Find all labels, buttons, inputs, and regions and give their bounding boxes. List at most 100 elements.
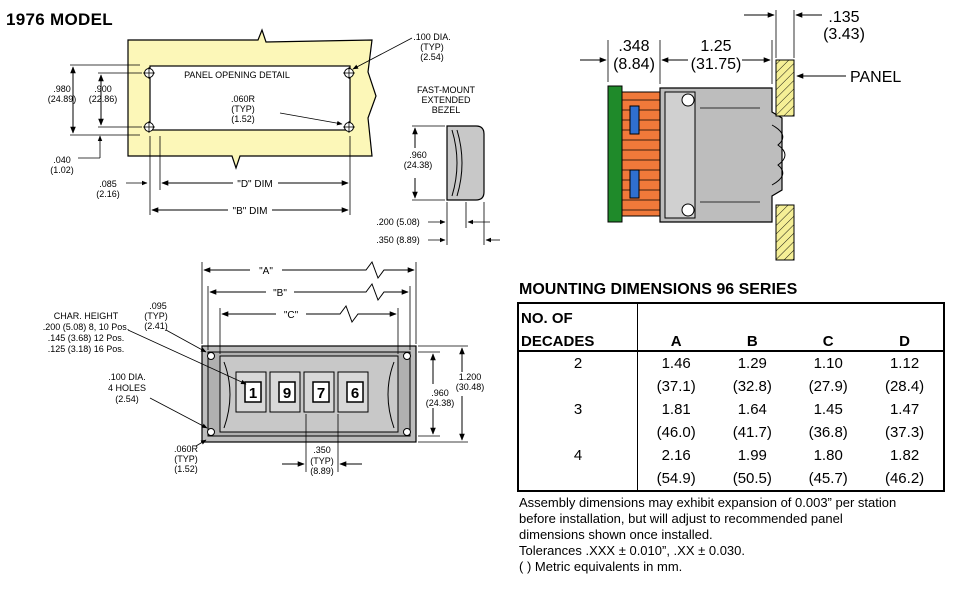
bezel-h960-mm-label: (24.38) [404, 160, 433, 170]
header-decades: DECADES [518, 327, 638, 351]
side-view-module: .348 (8.84) 1.25 (31.75) .135 (3.43) PAN… [580, 9, 901, 261]
decades-cell: 4 [518, 444, 638, 467]
digit-3: 7 [317, 385, 325, 402]
d040-mm-label: (1.02) [50, 165, 74, 175]
radius-mm-label: (1.52) [231, 114, 255, 124]
front-radius-label: .060R [174, 444, 199, 454]
d-dim-label: "D" DIM [237, 179, 272, 190]
char-height-8-10: .200 (5.08) 8, 10 Pos. [43, 322, 130, 332]
table-row: 2 1.46 1.29 1.10 1.12 [518, 351, 944, 375]
h980-label: .980 [53, 84, 71, 94]
b-cell: 1.64 [737, 401, 767, 418]
front-h960-mm: (24.38) [426, 398, 455, 408]
col-a-header: A [670, 333, 682, 350]
d-mm-cell: (46.2) [884, 470, 925, 487]
a-mm-cell: (54.9) [656, 470, 696, 487]
d125-mm-label: (31.75) [691, 56, 742, 73]
char-height-16: .125 (3.18) 16 Pos. [48, 344, 125, 354]
c-mm-cell: (36.8) [808, 424, 848, 441]
table-row: 4 2.16 1.99 1.80 1.82 [518, 444, 944, 467]
bezel-label-3: BEZEL [432, 105, 461, 115]
h1200-label: 1.200 [459, 372, 482, 382]
dims-table-title: MOUNTING DIMENSIONS 96 SERIES [519, 281, 798, 298]
front-radius-mm: (1.52) [174, 464, 198, 474]
panel-label: PANEL [850, 69, 901, 86]
d135-mm-label: (3.43) [823, 26, 865, 43]
h900-mm-label: (22.86) [89, 94, 118, 104]
d348-mm-label: (8.84) [613, 56, 655, 73]
a-dim-label: "A" [259, 266, 273, 277]
hole-mm-label: (2.54) [420, 52, 444, 62]
c-cell: 1.10 [813, 355, 843, 372]
d095-label: .095 [149, 301, 167, 311]
table-row-mm: (54.9) (50.5) (45.7) (46.2) [518, 467, 944, 491]
note-line: dimensions shown once installed. [519, 527, 713, 542]
digit-1: 1 [249, 385, 257, 402]
char-height-12: .145 (3.68) 12 Pos. [48, 333, 125, 343]
fast-mount-bezel: FAST-MOUNT EXTENDED BEZEL .960 (24.38) .… [376, 85, 500, 245]
col-c-header: C [822, 333, 834, 350]
b-mm-cell: (50.5) [732, 470, 772, 487]
h1200-mm-label: (30.48) [456, 382, 485, 392]
header-no-of: NO. OF [518, 303, 638, 327]
b-cell: 1.29 [737, 355, 767, 372]
radius-label: .060R [231, 94, 256, 104]
b-dim-label-front: "B" [273, 288, 287, 299]
note-line: ( ) Metric equivalents in mm. [519, 559, 683, 574]
note-line: Tolerances .XXX ± 0.010”, .XX ± 0.030. [519, 543, 746, 558]
hole-typ-label: (TYP) [420, 42, 444, 52]
a-mm-cell: (37.1) [656, 378, 696, 395]
hole-dia-label: .100 DIA. [413, 32, 451, 42]
front-radius-typ: (TYP) [174, 454, 198, 464]
d-mm-cell: (37.3) [884, 424, 925, 441]
c-dim-label: "C" [284, 310, 299, 321]
d348-label: .348 [618, 38, 649, 55]
digit-windows: 1 9 7 6 [235, 371, 369, 413]
bezel-h960-label: .960 [409, 150, 427, 160]
model-title: 1976 MODEL [6, 10, 113, 29]
d085-mm-label: (2.16) [96, 189, 120, 199]
char-height-label: CHAR. HEIGHT [54, 311, 119, 321]
bezel-label-2: EXTENDED [421, 95, 471, 105]
notes: Assembly dimensions may exhibit expansio… [519, 495, 896, 575]
d095-mm-label: (2.41) [144, 321, 168, 331]
d-cell: 1.12 [889, 355, 920, 372]
pitch-typ-label: (TYP) [310, 456, 334, 466]
decades-cell: 2 [518, 351, 638, 375]
pitch-mm-label: (8.89) [310, 466, 334, 476]
b-mm-cell: (32.8) [732, 378, 772, 395]
d125-label: 1.25 [700, 38, 731, 55]
d135-label: .135 [828, 9, 859, 26]
front-h960-label: .960 [431, 388, 449, 398]
a-cell: 1.81 [661, 401, 691, 418]
table-header-row-2: DECADES A B C D [518, 327, 944, 351]
h900-label: .900 [94, 84, 112, 94]
c-cell: 1.80 [813, 447, 843, 464]
d040-label: .040 [53, 155, 71, 165]
decades-cell: 3 [518, 398, 638, 421]
d-cell: 1.82 [889, 447, 920, 464]
col-b-header: B [746, 333, 758, 350]
c-mm-cell: (45.7) [808, 470, 848, 487]
d200-label: .200 (5.08) [376, 217, 420, 227]
pitch-label: .350 [313, 445, 331, 455]
a-mm-cell: (46.0) [656, 424, 696, 441]
b-mm-cell: (41.7) [732, 424, 772, 441]
table-row-mm: (37.1) (32.8) (27.9) (28.4) [518, 375, 944, 398]
note-line: before installation, but will adjust to … [519, 511, 843, 526]
radius-typ-label: (TYP) [231, 104, 255, 114]
digit-4: 6 [351, 385, 359, 402]
holes-count-label: 4 HOLES [108, 383, 146, 393]
c-cell: 1.45 [813, 401, 843, 418]
bezel-label-1: FAST-MOUNT [417, 85, 476, 95]
col-d-header: D [899, 333, 910, 350]
holes-dia-label: .100 DIA. [108, 372, 146, 382]
table-header-row-1: NO. OF [518, 303, 944, 327]
d095-typ-label: (TYP) [144, 311, 168, 321]
d350-label: .350 (8.89) [376, 235, 420, 245]
b-cell: 1.99 [737, 447, 767, 464]
front-view-module: 1 9 7 6 "A" "B" "C" .095 (TYP) (2.41) CH… [43, 260, 485, 476]
note-line: Assembly dimensions may exhibit expansio… [519, 495, 897, 510]
a-cell: 2.16 [661, 447, 691, 464]
holes-mm-label: (2.54) [115, 394, 139, 404]
